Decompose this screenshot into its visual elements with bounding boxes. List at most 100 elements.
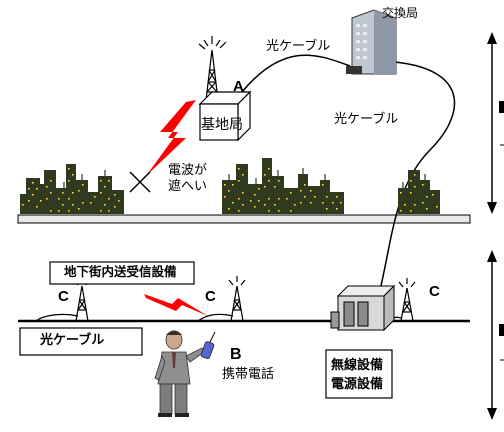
lightning-icon [144,294,208,316]
city-building [330,192,344,214]
city-building [262,158,272,214]
building-window [238,210,240,212]
building-window [242,192,244,194]
building-window [254,194,256,196]
building-window [268,210,270,212]
building-window [340,202,342,204]
building-window [100,180,102,182]
building-window [90,202,92,204]
building-window [28,200,30,202]
building-window [82,202,84,204]
building-window [72,204,74,206]
building-window [426,196,428,198]
city-building [320,180,330,214]
building-window [410,192,412,194]
underground-facility-label: 地下街内送受信設備 [64,265,177,279]
city-building [308,186,320,214]
building-window [290,192,292,194]
building-window [228,208,230,210]
building-window [322,202,324,204]
point-c-left-label: C [58,288,69,305]
building-window [100,192,102,194]
base-station-tower-icon [198,36,227,101]
building-window [100,210,102,212]
building-window [72,174,74,176]
blocked-x-icon [129,171,151,193]
building-window [62,192,64,194]
building-window [58,210,60,212]
building-window [300,190,302,192]
building-window [278,180,280,182]
city-building [398,188,408,214]
building-window [422,184,424,186]
person-with-phone-icon [154,330,216,417]
building-window [310,190,312,192]
arrow-tick-marks [499,101,504,361]
building-window [82,184,84,186]
fiber-cable-box-label: 光ケーブル [40,332,105,347]
building-window [426,208,428,210]
building-window [238,198,240,200]
building-window [268,168,270,170]
building-window [264,174,266,176]
fiber-cable-top-label: 光ケーブル [266,38,331,53]
building-window [232,202,234,204]
point-c-right-label: C [429,283,440,300]
lightning-icon [146,100,196,176]
building-window [50,192,52,194]
building-window [410,180,412,182]
building-window [322,184,324,186]
building-window [108,180,110,182]
city-building [66,164,76,214]
building-window [32,182,34,184]
city-building [112,190,124,214]
city-building [98,176,112,214]
building-window [114,206,116,208]
building-window [28,188,30,190]
building-window [304,184,306,186]
building-window [410,210,412,212]
building-window [422,202,424,204]
building-window [300,202,302,204]
city-building [76,180,88,214]
building-window [228,190,230,192]
building-window [336,196,338,198]
building-window [50,210,52,212]
building-window [264,186,266,188]
building-window [336,208,338,210]
building-window [32,194,34,196]
base-station-box [198,90,252,142]
building-window [414,204,416,206]
building-window [404,204,406,206]
building-window [232,184,234,186]
radio-blocked-label: 電波が 遮へい [168,162,208,194]
building-window [314,196,316,198]
underground-span-arrow [487,250,497,420]
building-window [432,194,434,196]
building-window [250,200,252,202]
building-window [304,196,306,198]
building-window [286,198,288,200]
building-window [264,204,266,206]
building-window [258,200,260,202]
building-window [238,168,240,170]
building-window [68,210,70,212]
city-building [420,180,430,214]
city-skylines [20,158,440,214]
building-window [68,180,70,182]
building-window [224,184,226,186]
building-window [278,210,280,212]
building-window [268,198,270,200]
building-window [114,194,116,196]
building-window [118,200,120,202]
building-window [94,196,96,198]
building-window [46,186,48,188]
city-building [34,184,44,214]
building-window [62,204,64,206]
fiber-cable-right-label: 光ケーブル [334,111,399,126]
building-window [436,206,438,208]
building-window [326,208,328,210]
fiber-cable-top [241,54,351,93]
